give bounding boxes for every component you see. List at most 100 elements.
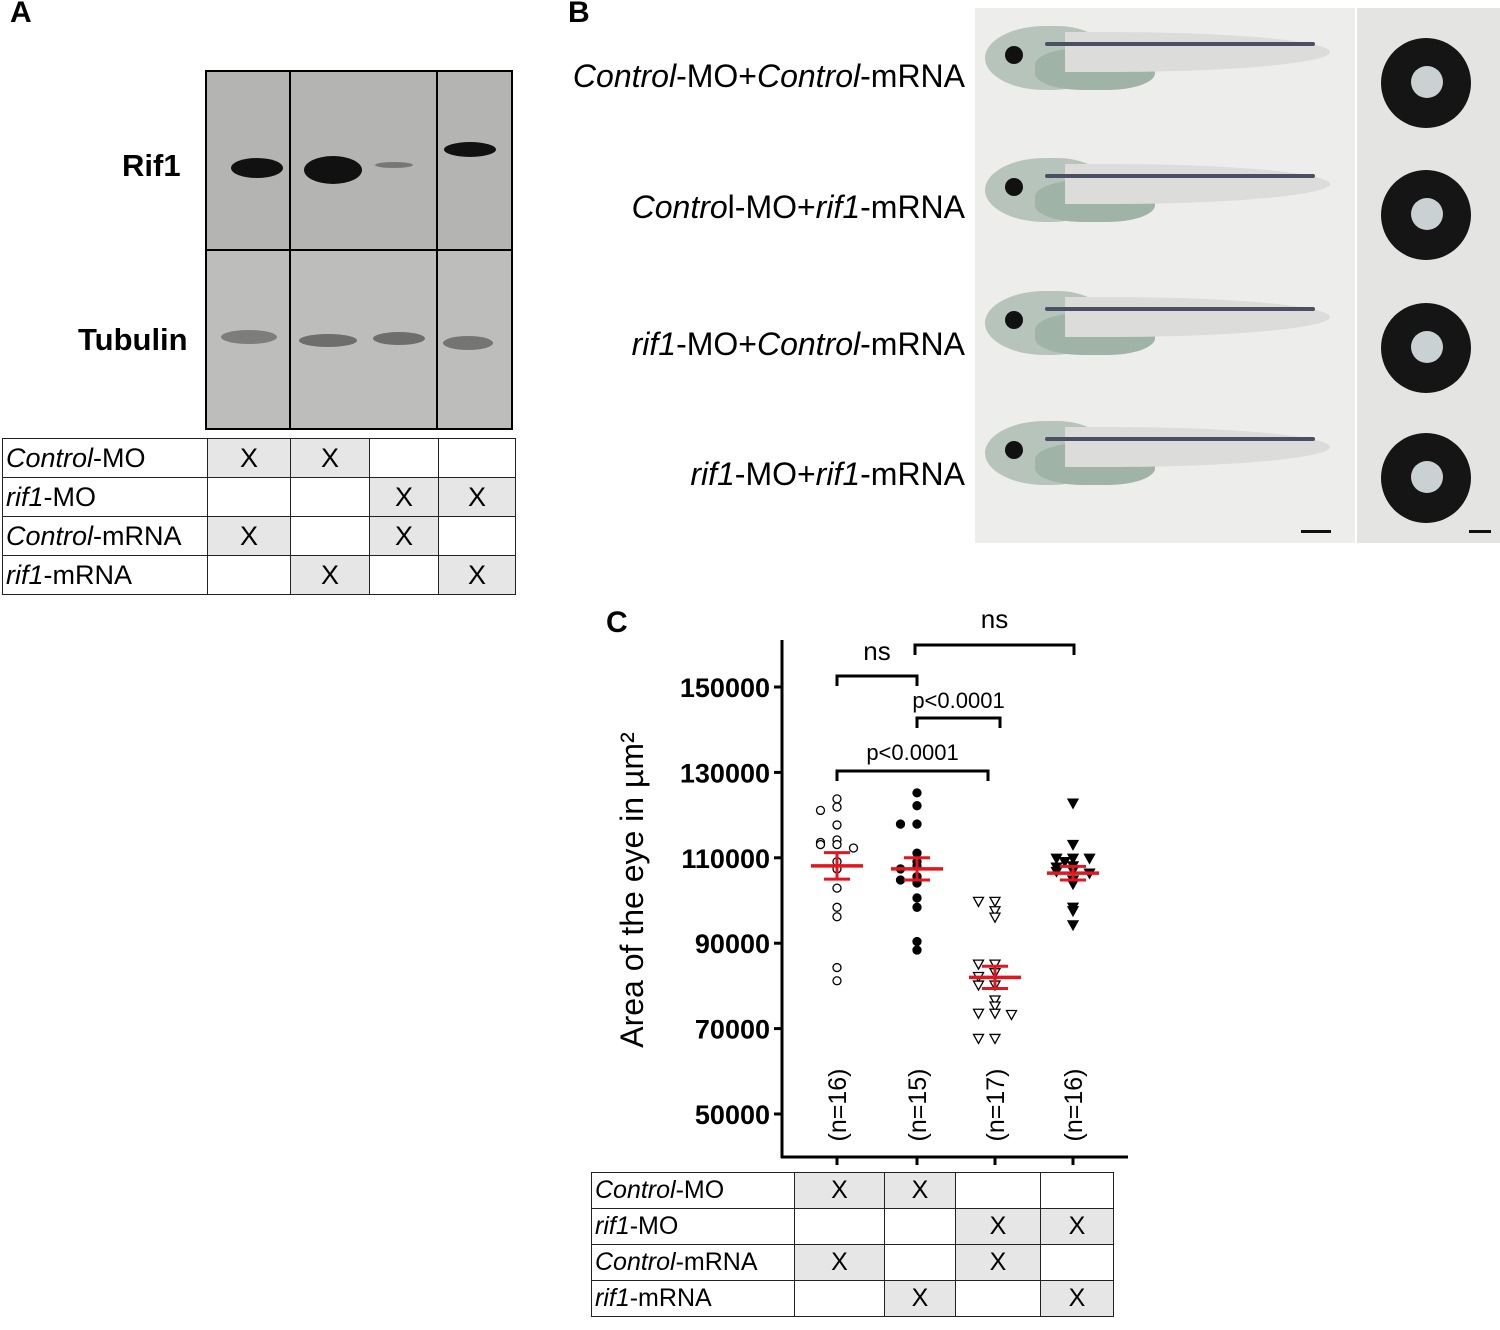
scale-bar	[1469, 530, 1491, 533]
condition-gene: Control	[595, 1176, 676, 1204]
eye	[1381, 303, 1471, 393]
design-cell: X	[884, 1280, 956, 1317]
design-cell: X	[369, 477, 439, 517]
gene: Control	[756, 58, 861, 94]
tadpole	[985, 283, 1330, 363]
data-point	[832, 962, 842, 973]
significance-bracket	[835, 769, 990, 781]
design-cell	[884, 1244, 956, 1281]
western-blot	[205, 70, 513, 430]
design-cell	[794, 1280, 885, 1317]
data-point	[912, 893, 922, 903]
condition-label-b: Control-MO+Control-mRNA	[573, 58, 965, 95]
tadpole-photos	[975, 8, 1355, 543]
design-cell: X	[955, 1208, 1041, 1245]
data-point	[988, 995, 1002, 1007]
condition-gene: rif1	[6, 559, 44, 590]
condition-suffix: -mRNA	[629, 1284, 712, 1312]
data-point	[1083, 853, 1096, 865]
condition-label-b: rif1-MO+rif1-mRNA	[690, 456, 965, 493]
design-cell: X	[1040, 1208, 1114, 1245]
condition-label: rif1-MO	[591, 1208, 795, 1245]
gene: rif1	[690, 456, 735, 492]
data-point	[972, 959, 985, 971]
design-cell: X	[794, 1244, 885, 1281]
design-cell: X	[290, 438, 370, 478]
data-point	[1066, 906, 1080, 918]
significance-label: ns	[981, 604, 1008, 634]
data-point	[972, 980, 985, 992]
data-point	[972, 1033, 985, 1045]
condition-suffix: -MO	[43, 481, 96, 512]
text: -mRNA	[860, 189, 965, 225]
data-point	[832, 902, 842, 912]
data-point	[1066, 798, 1080, 810]
design-cell	[884, 1208, 956, 1245]
condition-label: rif1-MO	[2, 477, 208, 517]
lane-divider	[436, 72, 438, 428]
condition-gene: Control	[6, 520, 94, 551]
blot-label-tubulin: Tubulin	[78, 322, 188, 357]
data-point	[1066, 839, 1080, 851]
eye	[1381, 170, 1471, 260]
y-tick-label: 150000	[680, 673, 770, 703]
data-point	[815, 805, 826, 816]
data-point	[988, 896, 1002, 908]
condition-label: Control-mRNA	[591, 1244, 795, 1281]
panel-label-a: A	[10, 0, 32, 29]
gene: rif1	[815, 189, 861, 225]
design-cell: X	[955, 1244, 1041, 1281]
data-point	[1050, 853, 1063, 865]
n-label: (n=17)	[982, 1069, 1010, 1142]
condition-label: rif1-mRNA	[591, 1280, 795, 1317]
condition-label-b: rif1-MO+Control-mRNA	[632, 326, 965, 363]
design-cell: X	[438, 555, 516, 595]
text: -mRNA	[860, 58, 965, 94]
text: -mRNA	[860, 456, 965, 492]
y-tick-label: 130000	[680, 758, 770, 788]
panel-label-b: B	[568, 0, 590, 29]
design-cell	[438, 438, 516, 478]
data-point	[1066, 853, 1080, 865]
significance-bracket	[915, 716, 1002, 728]
y-tick-label: 70000	[695, 1015, 770, 1045]
data-point	[912, 848, 922, 858]
band	[221, 330, 277, 344]
panel-label-c: C	[606, 606, 628, 639]
y-tick-label: 90000	[695, 929, 770, 959]
data-point	[988, 906, 1002, 918]
data-point	[832, 912, 842, 922]
scale-bar	[1301, 530, 1331, 533]
tadpole	[985, 18, 1330, 98]
condition-label: Control-MO	[591, 1172, 795, 1209]
condition-label-b: Control-MO+rif1-mRNA	[632, 189, 965, 226]
data-point	[815, 839, 826, 850]
data-point	[1066, 920, 1080, 932]
design-cell	[290, 477, 370, 517]
design-cell	[369, 438, 439, 478]
design-cell	[955, 1280, 1041, 1317]
data-point	[988, 912, 1002, 924]
design-cell	[955, 1172, 1041, 1209]
band	[304, 156, 362, 184]
blot-label-rif1: Rif1	[122, 148, 181, 183]
condition-suffix: -MO	[675, 1176, 725, 1204]
text: -MO+	[734, 456, 816, 492]
condition-gene: rif1	[6, 481, 44, 512]
significance-bracket	[835, 674, 919, 686]
design-cell	[207, 477, 291, 517]
condition-suffix: -mRNA	[93, 520, 182, 551]
data-point	[895, 819, 906, 829]
condition-label: rif1-mRNA	[2, 555, 208, 595]
gene: Control	[756, 326, 861, 362]
data-point	[972, 1008, 985, 1020]
data-point	[1005, 1009, 1018, 1021]
data-point	[912, 945, 922, 955]
